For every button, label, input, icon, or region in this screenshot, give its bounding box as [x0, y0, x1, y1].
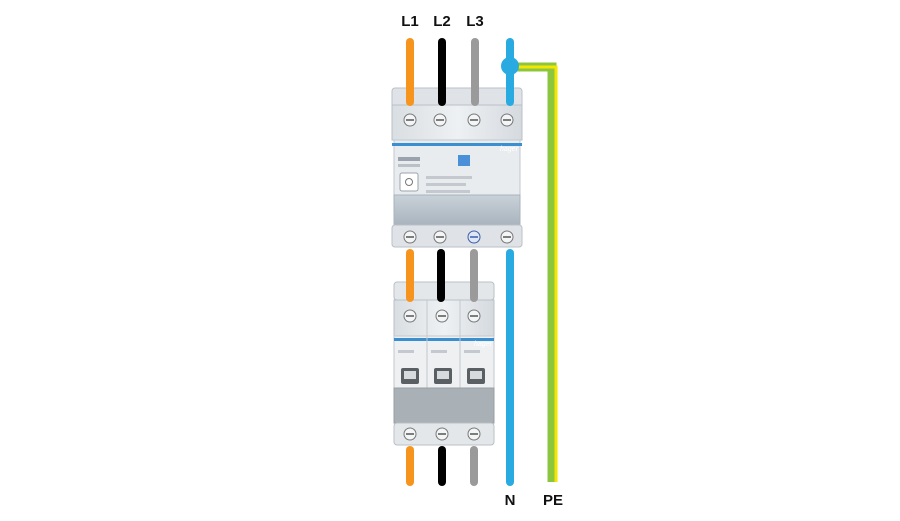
label-l2: L2 [433, 13, 451, 30]
terminal-screw-icon [500, 113, 514, 127]
terminal-screw-icon [467, 309, 481, 323]
wires [406, 38, 558, 486]
terminal-screw-icon [467, 113, 481, 127]
terminal-screw-icon [403, 427, 417, 441]
terminal-screw-icon [467, 427, 481, 441]
terminal-screw-icon [403, 230, 417, 244]
label-l3: L3 [466, 13, 484, 30]
rcd-indicator-window [458, 155, 470, 166]
mcb-brand-logo: hager [474, 341, 493, 348]
mcb-device: hager [393, 281, 495, 446]
wire-pe-yellow [510, 65, 558, 482]
junction-dot-icon [501, 57, 519, 75]
label-pe: PE [543, 492, 563, 509]
rcd-brand-logo: hager [500, 146, 519, 153]
toggle-lever-icon [434, 368, 452, 384]
terminal-screw-icon [403, 113, 417, 127]
terminal-screw-icon [433, 113, 447, 127]
toggle-lever-icon [401, 368, 419, 384]
terminal-screw-icon [435, 427, 449, 441]
toggle-lever-icon [467, 368, 485, 384]
label-l1: L1 [401, 13, 419, 30]
terminal-screw-icon [500, 230, 514, 244]
test-button-icon [399, 172, 419, 192]
terminal-screw-icon [403, 309, 417, 323]
wire-pe [510, 62, 558, 482]
rcd-blue-stripe [392, 143, 522, 146]
terminal-screw-icon [435, 309, 449, 323]
terminal-screw-icon [467, 230, 481, 244]
label-n: N [505, 492, 516, 509]
rcd-device: hager [391, 87, 523, 248]
mcb-blue-stripe [394, 338, 494, 341]
terminal-screw-icon [433, 230, 447, 244]
